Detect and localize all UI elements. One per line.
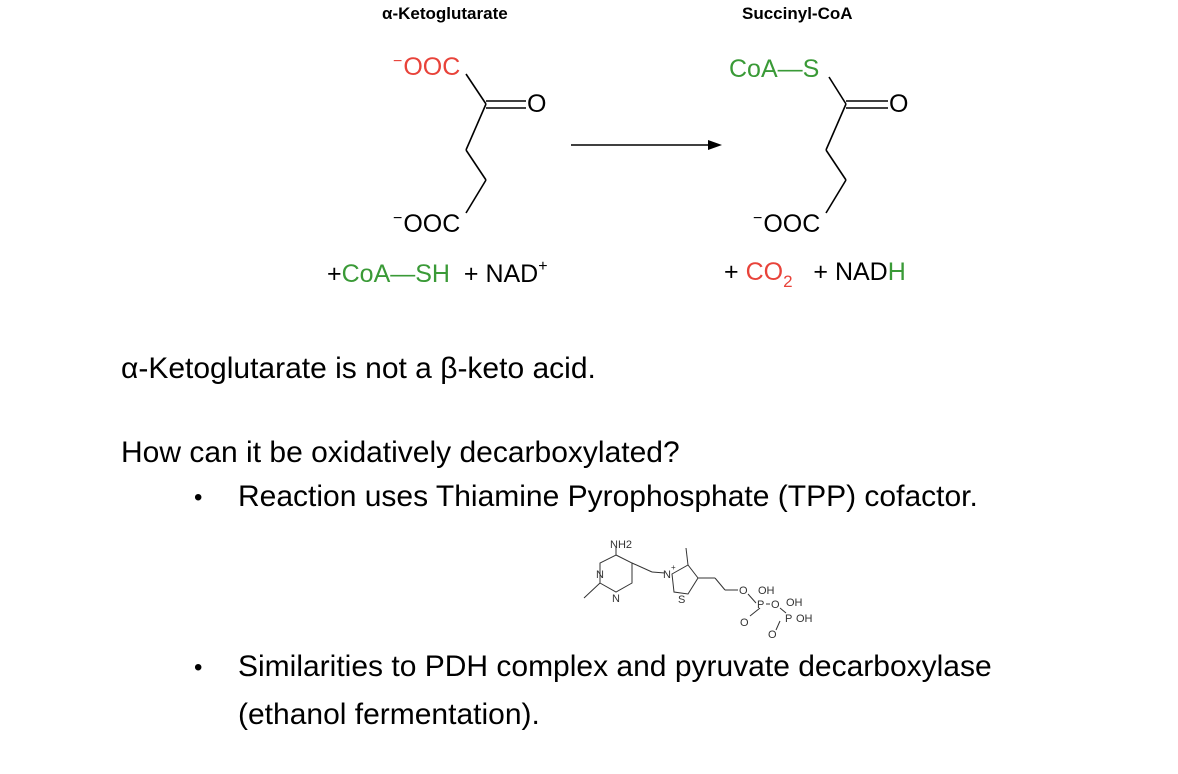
succinyl-coa-skeleton bbox=[825, 76, 888, 214]
bullet-text-similarities-line2: (ethanol fermentation). bbox=[238, 698, 540, 731]
nadh: NAD bbox=[834, 258, 888, 286]
coa-sh: CoA—SH bbox=[341, 260, 450, 288]
ketoglutarate-skeleton bbox=[465, 73, 526, 214]
product-thioester: CoA—S bbox=[729, 55, 820, 83]
statement-text: α-Ketoglutarate is not a β-keto acid. bbox=[121, 352, 596, 385]
reactant-cofactors: +CoA—SH + NAD+ bbox=[327, 258, 548, 288]
bullet-text-similarities-line1: Similarities to PDH complex and pyruvate… bbox=[238, 650, 992, 683]
bullet-text-tpp: Reaction uses Thiamine Pyrophosphate (TP… bbox=[238, 480, 978, 513]
substrate-top-carboxylate: −OOC bbox=[393, 53, 461, 81]
co2: CO bbox=[745, 258, 784, 286]
product-bottom-carboxylate: −OOC bbox=[753, 210, 821, 238]
question-text: How can it be oxidatively decarboxylated… bbox=[121, 436, 680, 469]
substrate-title: α-Ketoglutarate bbox=[382, 4, 508, 23]
product-cofactors: + CO2 + NADH bbox=[724, 258, 906, 291]
substrate-carbonyl-oxygen: O bbox=[527, 90, 547, 118]
bullet-symbol-2: • bbox=[194, 654, 203, 681]
nad: NAD bbox=[485, 260, 539, 288]
substrate-bottom-carboxylate: −OOC bbox=[393, 210, 461, 238]
product-title: Succinyl-CoA bbox=[742, 4, 853, 23]
product-carbonyl-oxygen: O bbox=[889, 90, 909, 118]
bullet-symbol-1: • bbox=[194, 484, 203, 511]
reaction-arrowhead bbox=[708, 140, 722, 150]
